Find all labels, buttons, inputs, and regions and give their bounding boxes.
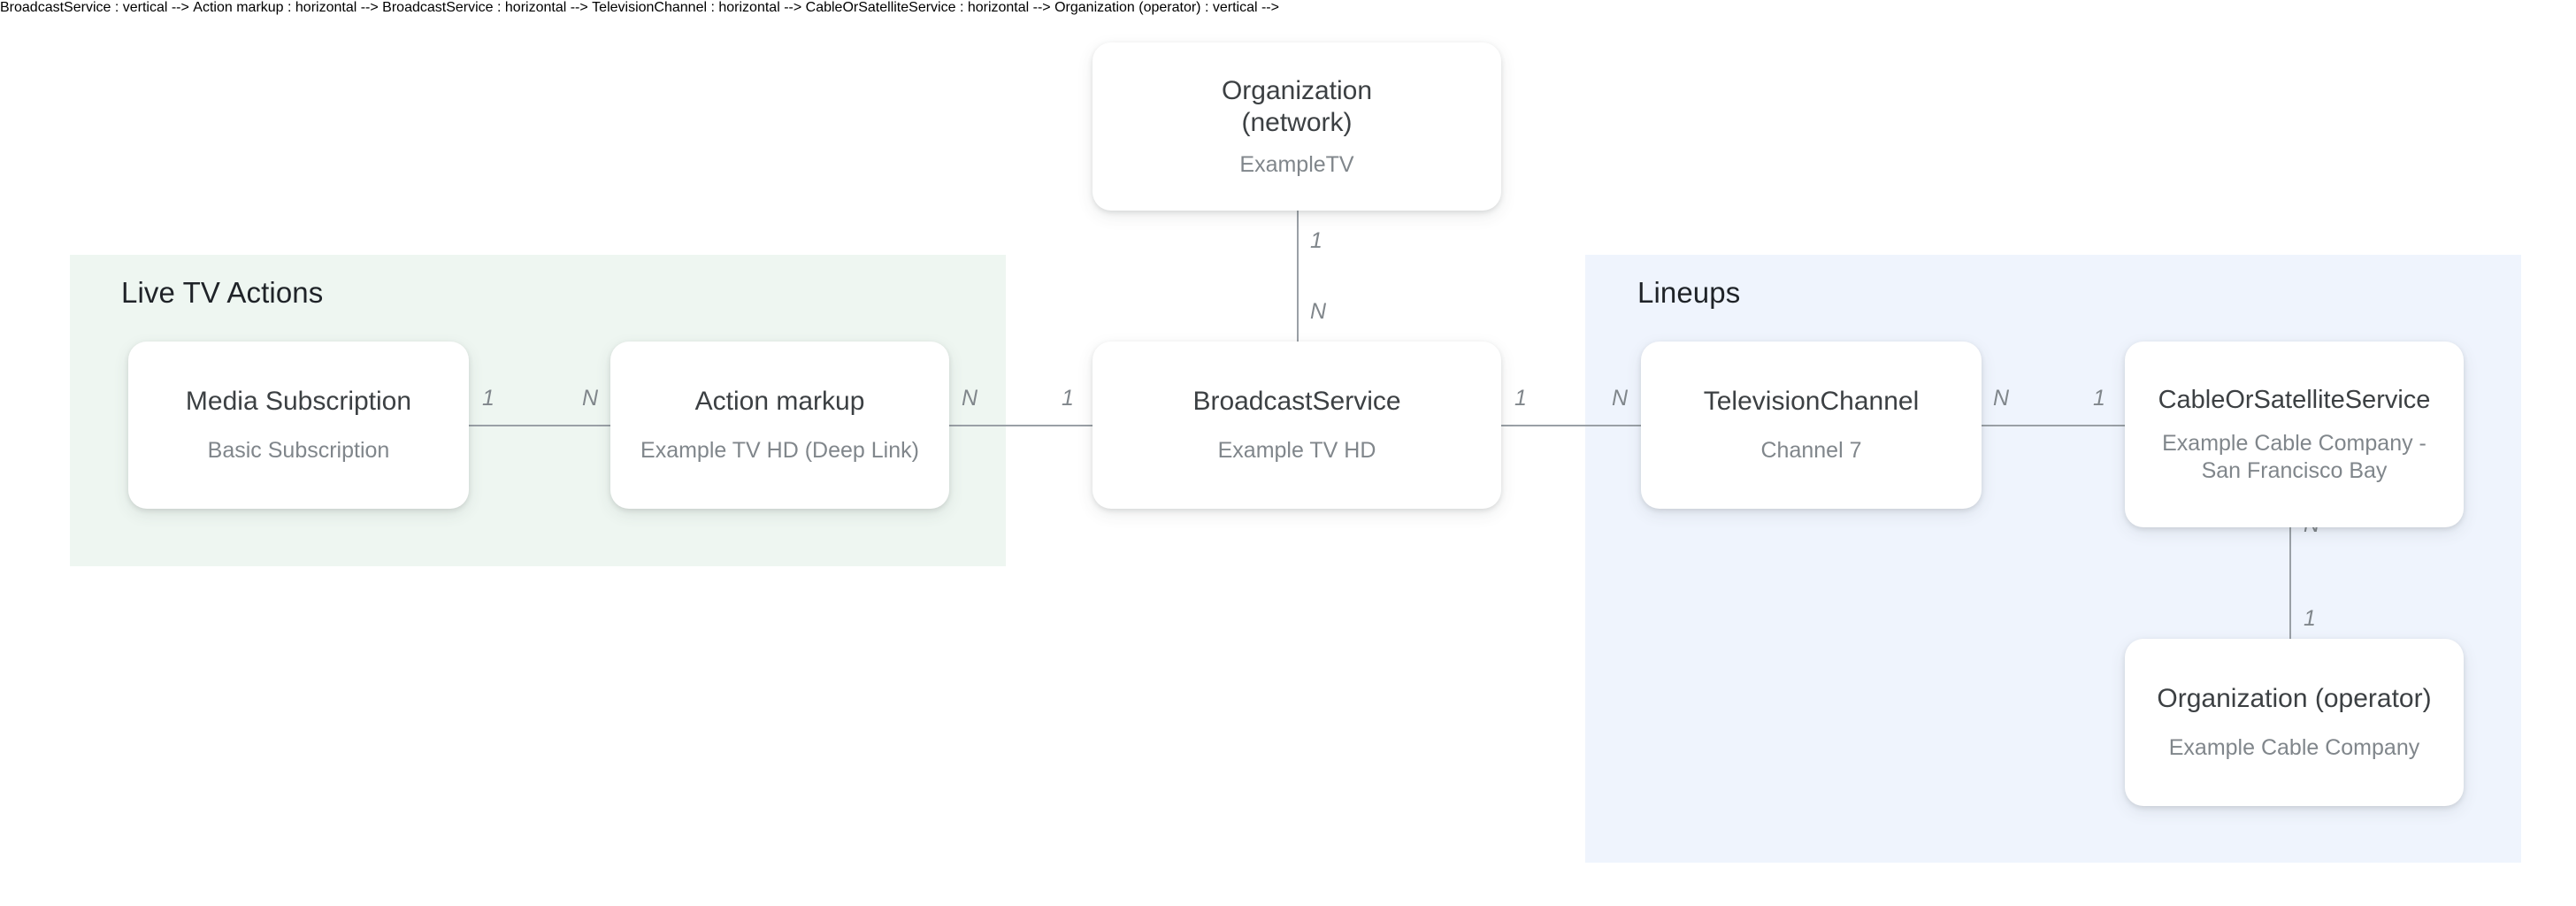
node-title-organization-operator: Organization (operator) bbox=[2157, 684, 2432, 713]
edge-label-media-subscription-to-action-markup-to: N bbox=[582, 386, 599, 411]
edge-label-action-markup-to-broadcast-service-to: 1 bbox=[1062, 386, 1074, 411]
edge-label-org-network-to-broadcast-service-from: 1 bbox=[1310, 228, 1322, 253]
node-title-organization-network: Organization (network) bbox=[1222, 75, 1372, 139]
edge-media-subscription-to-action-markup bbox=[469, 425, 610, 426]
node-title-action-markup: Action markup bbox=[694, 387, 865, 416]
node-card-organization-network[interactable]: Organization (network) ExampleTV bbox=[1092, 42, 1501, 211]
node-card-action-markup[interactable]: Action markup Example TV HD (Deep Link) bbox=[610, 342, 949, 509]
node-card-cable-or-satellite-service[interactable]: CableOrSatelliteService Example Cable Co… bbox=[2125, 342, 2464, 527]
edge-label-television-channel-to-cable-or-satellite-service-from: N bbox=[1993, 386, 2010, 411]
edge-label-television-channel-to-cable-or-satellite-service-to: 1 bbox=[2093, 386, 2105, 411]
edge-label-action-markup-to-broadcast-service-from: N bbox=[962, 386, 978, 411]
edge-label-broadcast-service-to-television-channel-from: 1 bbox=[1514, 386, 1527, 411]
node-card-media-subscription[interactable]: Media Subscription Basic Subscription bbox=[128, 342, 469, 509]
node-subtitle-television-channel: Channel 7 bbox=[1760, 438, 1862, 463]
node-subtitle-organization-network: ExampleTV bbox=[1239, 151, 1354, 177]
group-title-lineups: Lineups bbox=[1637, 276, 1741, 309]
node-title-line-2: (network) bbox=[1241, 107, 1353, 137]
node-card-television-channel[interactable]: TelevisionChannel Channel 7 bbox=[1641, 342, 1982, 509]
edge-action-markup-to-broadcast-service bbox=[949, 425, 1092, 426]
node-subtitle-action-markup: Example TV HD (Deep Link) bbox=[640, 438, 919, 463]
edge-broadcast-service-to-television-channel bbox=[1501, 425, 1641, 426]
edge-label-broadcast-service-to-television-channel-to: N bbox=[1612, 386, 1629, 411]
node-card-broadcast-service[interactable]: BroadcastService Example TV HD bbox=[1092, 342, 1501, 509]
node-card-organization-operator[interactable]: Organization (operator) Example Cable Co… bbox=[2125, 639, 2464, 806]
edge-label-media-subscription-to-action-markup-from: 1 bbox=[482, 386, 494, 411]
edge-label-org-network-to-broadcast-service-to: N bbox=[1310, 299, 1327, 324]
edge-television-channel-to-cable-or-satellite-service bbox=[1982, 425, 2125, 426]
edge-org-network-to-broadcast-service bbox=[1297, 211, 1299, 342]
node-title-broadcast-service: BroadcastService bbox=[1192, 387, 1401, 416]
node-title-line-1: Organization bbox=[1221, 75, 1373, 105]
node-title-media-subscription: Media Subscription bbox=[185, 387, 412, 416]
node-title-cable-or-satellite-service: CableOrSatelliteService bbox=[2158, 386, 2431, 414]
node-subtitle-organization-operator: Example Cable Company bbox=[2168, 735, 2420, 760]
edge-label-cable-or-satellite-service-to-org-operator-to: 1 bbox=[2304, 606, 2316, 631]
node-subtitle-media-subscription: Basic Subscription bbox=[207, 438, 390, 463]
node-subtitle-cable-or-satellite-service: Example Cable Company - San Francisco Ba… bbox=[2162, 431, 2426, 483]
node-title-television-channel: TelevisionChannel bbox=[1703, 387, 1920, 416]
edge-cable-or-satellite-service-to-org-operator bbox=[2289, 527, 2291, 639]
node-subtitle-broadcast-service: Example TV HD bbox=[1217, 438, 1376, 463]
group-title-live-tv-actions: Live TV Actions bbox=[121, 276, 324, 309]
